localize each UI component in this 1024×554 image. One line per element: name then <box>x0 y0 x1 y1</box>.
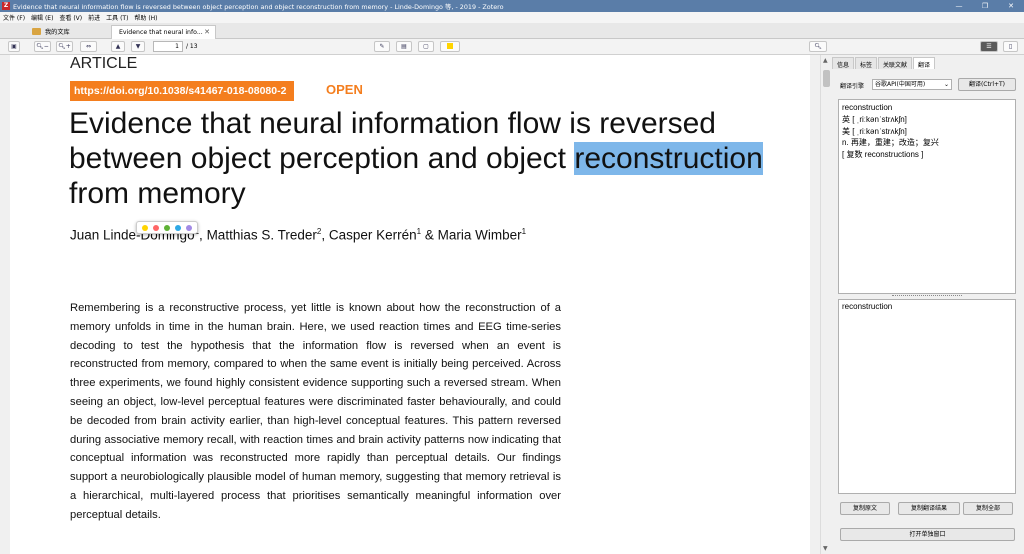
zotero-app-icon: Z <box>2 2 10 10</box>
author-name: Maria Wimber <box>437 227 522 243</box>
highlight-color-red[interactable] <box>153 224 160 231</box>
abstract-paragraph: Remembering is a reconstructive process,… <box>70 302 561 521</box>
color-swatch-icon <box>447 43 453 49</box>
title-text-start: Evidence that neural information flow is… <box>69 107 716 175</box>
close-window-button[interactable]: ✕ <box>1008 2 1014 10</box>
scroll-down-icon[interactable]: ▼ <box>823 545 828 552</box>
result-line: 英 [ ˌriːkənˈstrʌkʃn] <box>842 114 907 124</box>
menu-file[interactable]: 文件 (F) <box>3 15 26 22</box>
author-separator: , <box>321 227 329 243</box>
author-list: Juan Linde-Domingo1, Matthias S. Treder2… <box>70 227 526 243</box>
reader-toolbar: ▣ 🔍︎− 🔍︎+ ⇔ ▲ ▼ 1 / 13 ✎ ▤ ▢ 🔍︎ ☰ ▯ <box>0 39 1024 55</box>
translate-button[interactable]: 翻译(Ctrl+T) <box>958 78 1016 91</box>
minimize-button[interactable]: — <box>955 2 963 10</box>
pdf-viewer[interactable]: ARTICLE https://doi.org/10.1038/s41467-0… <box>10 55 810 554</box>
menu-help[interactable]: 帮助 (H) <box>134 15 158 22</box>
highlight-color-palette <box>136 221 198 234</box>
library-folder-icon <box>32 28 41 35</box>
copy-result-button[interactable]: 复制翻译结果 <box>898 502 960 515</box>
result-line: reconstruction <box>842 103 893 112</box>
menu-tools[interactable]: 工具 (T) <box>106 15 129 22</box>
menu-go[interactable]: 前进 <box>88 15 101 22</box>
toggle-sidebar-icon[interactable]: ▣ <box>8 41 20 52</box>
scrollbar-thumb[interactable] <box>823 70 830 87</box>
scroll-up-icon[interactable]: ▲ <box>823 57 828 64</box>
tab-document-label: Evidence that neural info... <box>119 29 203 36</box>
menu-bar: 文件 (F) 编辑 (E) 查看 (V) 前进 工具 (T) 帮助 (H) <box>0 12 1024 23</box>
zoom-in-icon[interactable]: 🔍︎+ <box>56 41 73 52</box>
author-affiliation: 1 <box>521 227 527 236</box>
previous-page-icon[interactable]: ▲ <box>111 41 125 52</box>
title-text-end: from memory <box>69 177 246 210</box>
pdf-scrollbar[interactable]: ▲ ▼ <box>820 55 831 554</box>
select-area-icon[interactable]: ▢ <box>418 41 434 52</box>
page-number-input[interactable]: 1 <box>153 41 183 52</box>
copy-original-button[interactable]: 复制原文 <box>840 502 890 515</box>
doi-link[interactable]: https://doi.org/10.1038/s41467-018-08080… <box>70 81 294 101</box>
tab-info[interactable]: 信息 <box>832 57 855 69</box>
view-list-icon[interactable]: ☰ <box>980 41 998 52</box>
author-affiliation: 1 <box>416 227 422 236</box>
highlight-color-purple[interactable] <box>185 224 192 231</box>
highlight-color-picker[interactable] <box>440 41 460 52</box>
maximize-button[interactable]: ❐ <box>981 2 989 10</box>
find-in-document-icon[interactable]: 🔍︎ <box>809 41 827 52</box>
page-total: / 13 <box>186 43 198 50</box>
zoom-out-icon[interactable]: 🔍︎− <box>34 41 51 52</box>
article-label: ARTICLE <box>70 55 138 72</box>
window-controls: — ❐ ✕ <box>946 0 1024 12</box>
paper-title[interactable]: Evidence that neural information flow is… <box>69 106 769 211</box>
tab-document[interactable]: Evidence that neural info... ✕ <box>111 25 216 39</box>
fit-width-icon[interactable]: ⇔ <box>80 41 97 52</box>
add-note-icon[interactable]: ▤ <box>396 41 412 52</box>
highlight-color-green[interactable] <box>163 224 170 231</box>
author-separator: , <box>199 227 207 243</box>
tab-related[interactable]: 关联文献 <box>878 57 913 69</box>
title-bar: Z Evidence that neural information flow … <box>0 0 1024 12</box>
translation-result-box[interactable]: reconstruction 英 [ ˌriːkənˈstrʌkʃn] 美 [ … <box>838 99 1016 294</box>
highlight-color-blue[interactable] <box>174 224 181 231</box>
copy-all-button[interactable]: 复制全部 <box>963 502 1013 515</box>
engine-label: 翻译引擎 <box>840 83 865 90</box>
menu-view[interactable]: 查看 (V) <box>59 15 83 22</box>
result-line: [ 复数 reconstructions ] <box>842 150 924 160</box>
author-name: Matthias S. Treder <box>206 227 317 243</box>
source-text-box[interactable]: reconstruction <box>838 299 1016 494</box>
author-affiliation: 2 <box>316 227 322 236</box>
open-access-label: OPEN <box>326 82 363 97</box>
side-panel: 信息 标签 关联文献 翻译 翻译引擎 谷歌API(中国可用) ⌄ 翻译(Ctrl… <box>832 55 1024 554</box>
tab-library[interactable]: 我的文库 <box>32 25 70 38</box>
panel-splitter[interactable] <box>892 295 962 298</box>
engine-select-value: 谷歌API(中国可用) <box>875 81 926 88</box>
tab-translate[interactable]: 翻译 <box>913 57 936 69</box>
next-page-icon[interactable]: ▼ <box>131 41 145 52</box>
selected-text-highlight[interactable]: reconstruction <box>574 142 763 175</box>
result-line: 美 [ ˌriːkənˈstrʌkʃn] <box>842 126 907 136</box>
author-separator: & <box>421 227 438 243</box>
chevron-down-icon: ⌄ <box>943 81 949 88</box>
window-title: Evidence that neural information flow is… <box>13 2 504 11</box>
menu-edit[interactable]: 编辑 (E) <box>31 15 54 22</box>
view-page-icon[interactable]: ▯ <box>1003 41 1018 52</box>
tab-bar: 我的文库 Evidence that neural info... ✕ <box>0 23 1024 39</box>
result-line: n. 再建，重建；改造；复兴 <box>842 138 939 148</box>
side-panel-tabs: 信息 标签 关联文献 翻译 <box>832 57 936 69</box>
engine-select[interactable]: 谷歌API(中国可用) ⌄ <box>872 79 952 90</box>
highlight-pen-icon[interactable]: ✎ <box>374 41 390 52</box>
tab-library-label: 我的文库 <box>45 29 70 36</box>
tab-close-icon[interactable]: ✕ <box>204 28 210 36</box>
open-window-button[interactable]: 打开单独窗口 <box>840 528 1015 541</box>
tab-tags[interactable]: 标签 <box>855 57 878 69</box>
highlight-color-yellow[interactable] <box>142 224 149 231</box>
author-name: Casper Kerrén <box>328 227 417 243</box>
